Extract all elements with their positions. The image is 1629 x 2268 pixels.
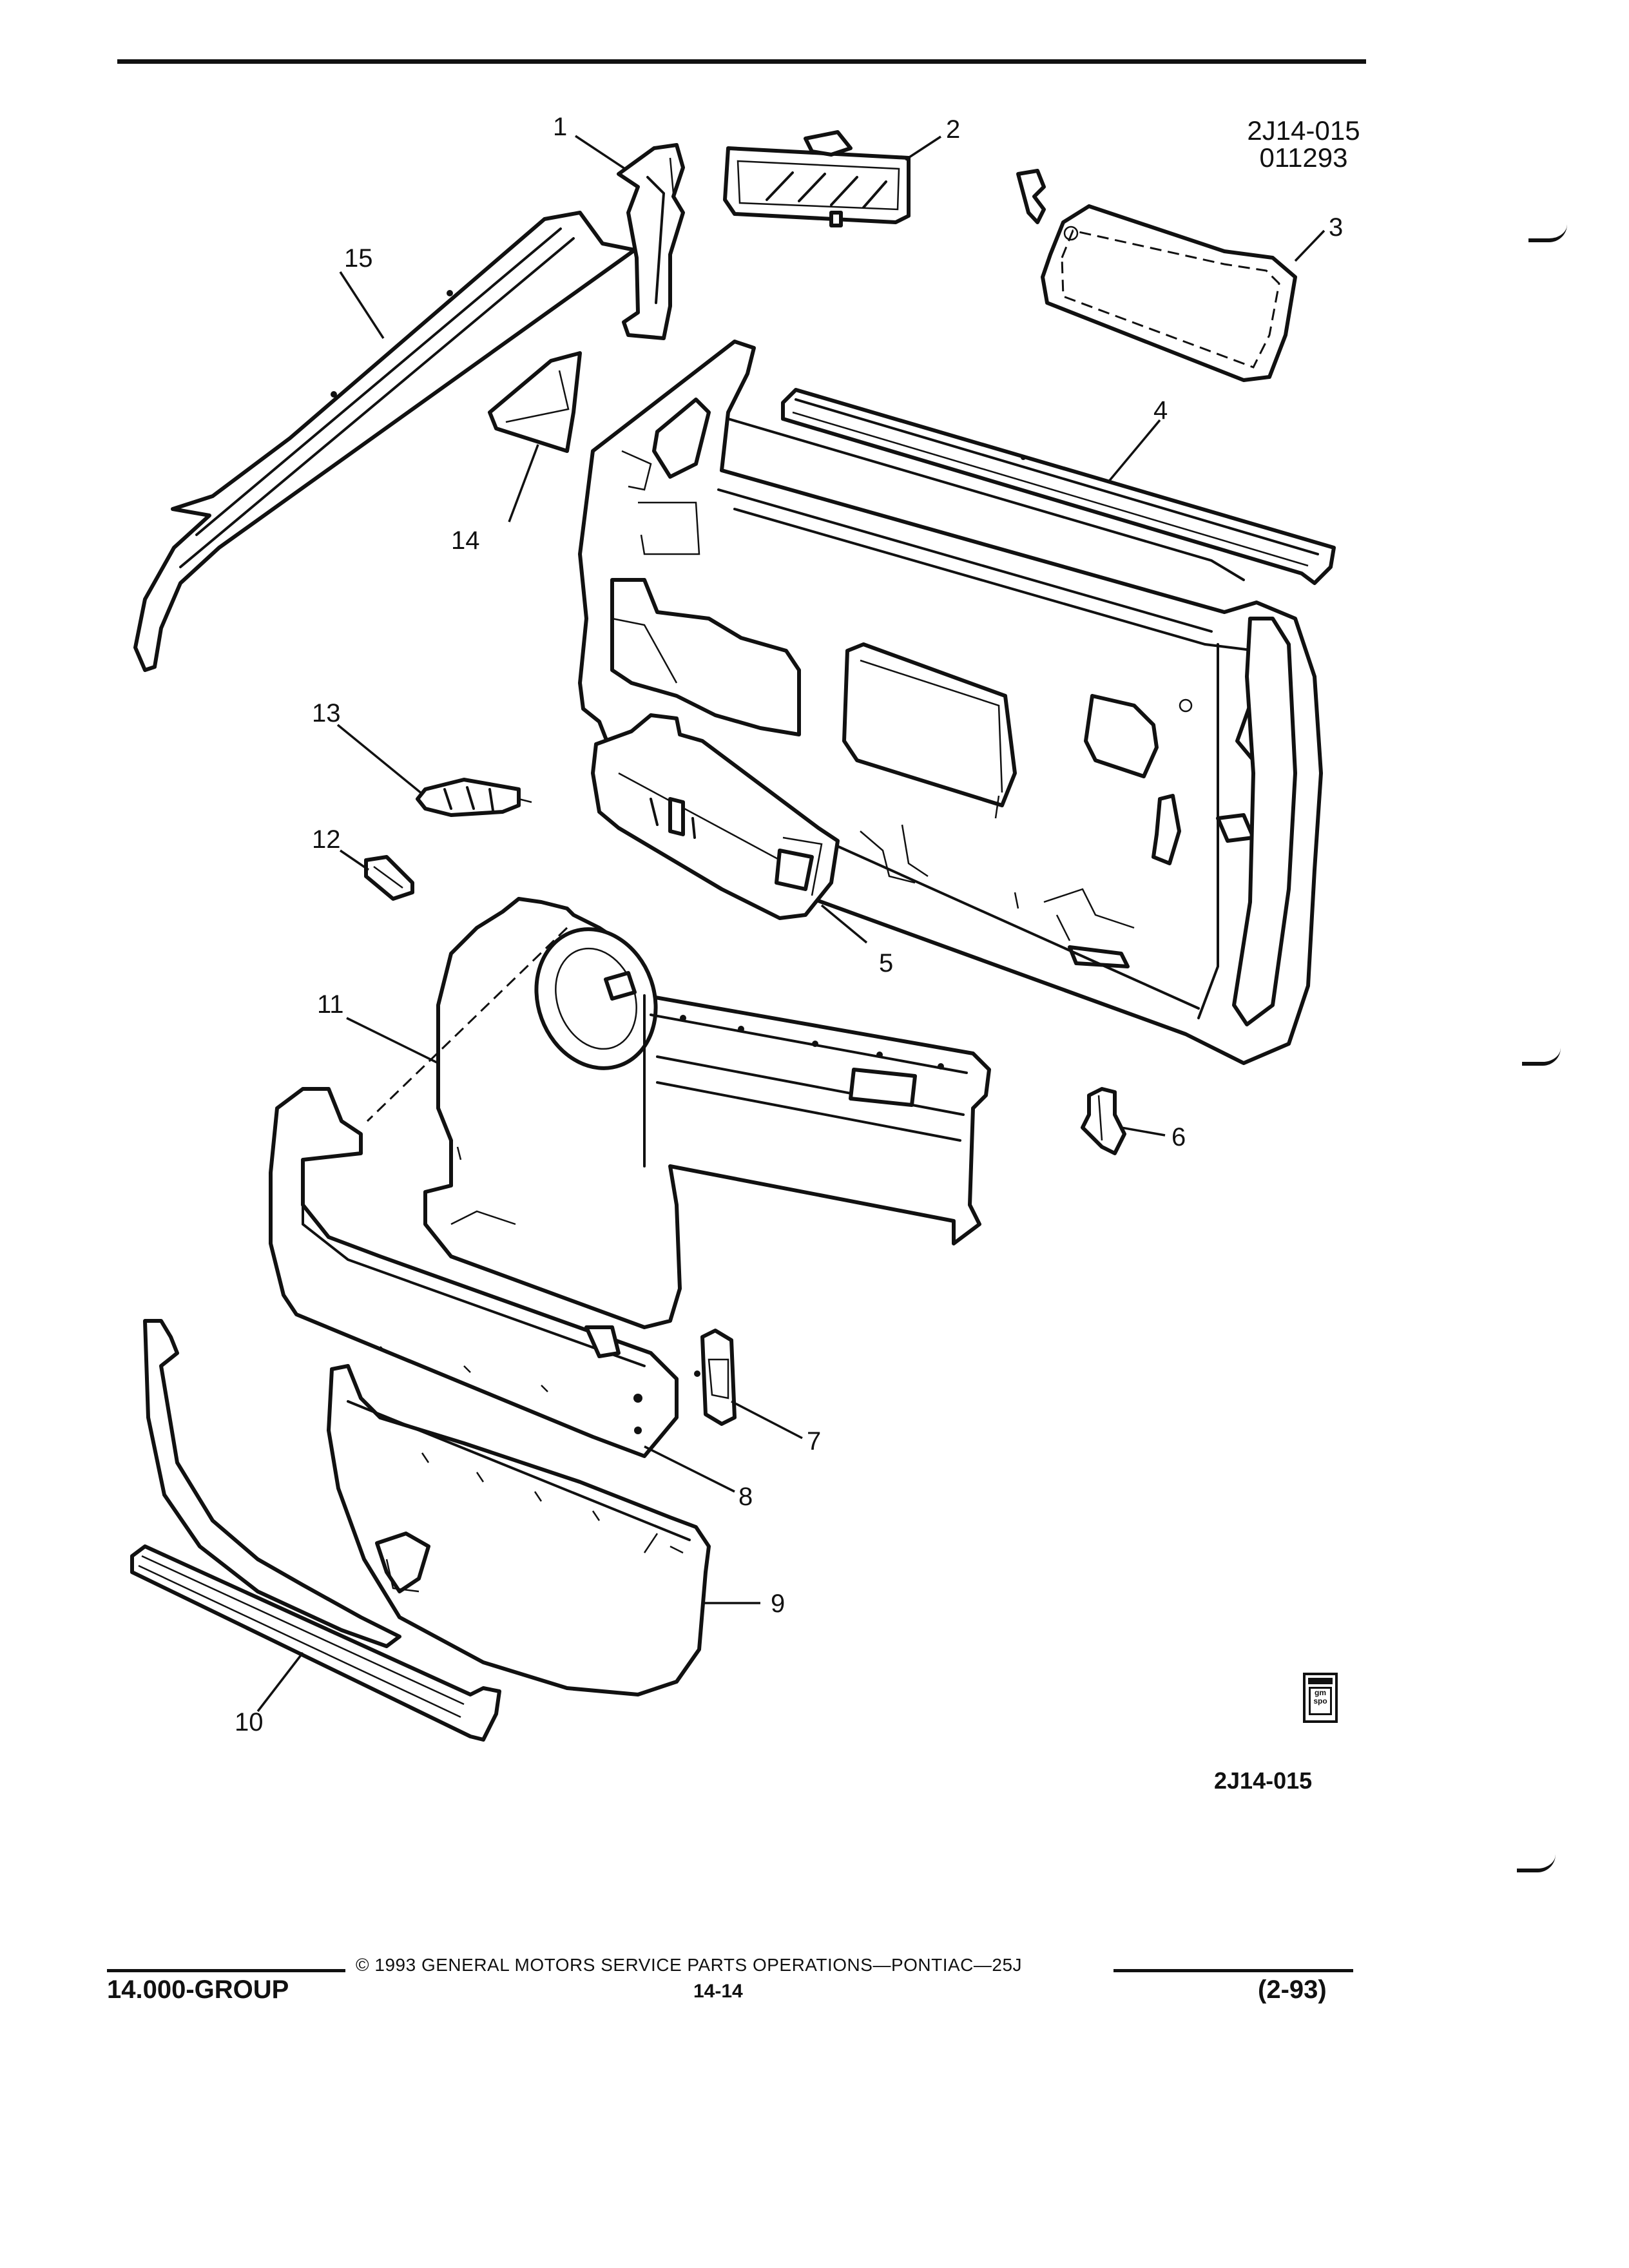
callout-9: 9: [771, 1590, 785, 1618]
part-12-bezel: [364, 855, 414, 901]
part-3-sunshade: [1016, 169, 1297, 382]
callout-3: 3: [1329, 213, 1343, 242]
binding-mark: [1528, 224, 1567, 242]
illustration-reference-bottom: 2J14-015: [1214, 1767, 1313, 1794]
part-6-rod-clip: [1081, 1087, 1126, 1155]
part-5-handle-bracket: [591, 713, 840, 920]
callout-1: 1: [553, 113, 567, 141]
footer-copyright: © 1993 GENERAL MOTORS SERVICE PARTS OPER…: [356, 1955, 1023, 1975]
door-frame-assembly: [578, 340, 1323, 1065]
part-7-switch-bezel: [694, 1329, 737, 1426]
callout-2: 2: [946, 115, 960, 144]
gm-spo-logo: gm spo: [1303, 1673, 1338, 1723]
illustration-date-code: 011293: [1259, 142, 1348, 173]
part-9-panel-seal: [143, 1319, 401, 1648]
part-15-pillar-molding: [133, 211, 637, 672]
callout-6: 6: [1171, 1123, 1186, 1151]
callout-14: 14: [451, 526, 480, 555]
illustration-reference-top: 2J14-015 011293: [1229, 117, 1378, 171]
footer-date: (2-93): [1258, 1975, 1327, 2004]
callout-11: 11: [317, 990, 344, 1019]
callout-13: 13: [312, 699, 341, 727]
callout-8: 8: [738, 1483, 753, 1511]
footer-rule-left: [107, 1969, 345, 1972]
footer-page-number: 14-14: [693, 1981, 743, 2002]
callout-4: 4: [1153, 396, 1168, 425]
part-2-rearview-mirror: [723, 130, 911, 227]
binding-mark: [1517, 1854, 1556, 1872]
illustration-code: 2J14-015: [1247, 115, 1360, 146]
callout-12: 12: [312, 825, 341, 854]
callout-5: 5: [879, 949, 893, 977]
callout-10: 10: [235, 1708, 264, 1736]
callout-15: 15: [344, 244, 373, 273]
part-9-lower-trim-panel: [327, 1364, 711, 1696]
part-14-mirror-patch: [488, 351, 582, 453]
header-rule: [117, 59, 1366, 64]
binding-mark: [1522, 1048, 1561, 1066]
part-1-pillar-trim: [617, 143, 685, 340]
callout-7: 7: [807, 1427, 821, 1456]
part-11-trim-panel-upper: [366, 897, 991, 1329]
footer-rule-right: [1113, 1969, 1353, 1972]
footer-group: 14.000-GROUP: [107, 1975, 289, 2004]
part-4-window-seal-strip: [781, 388, 1336, 585]
part-13-inside-handle: [416, 778, 532, 817]
part-8-armrest: [269, 1087, 679, 1458]
